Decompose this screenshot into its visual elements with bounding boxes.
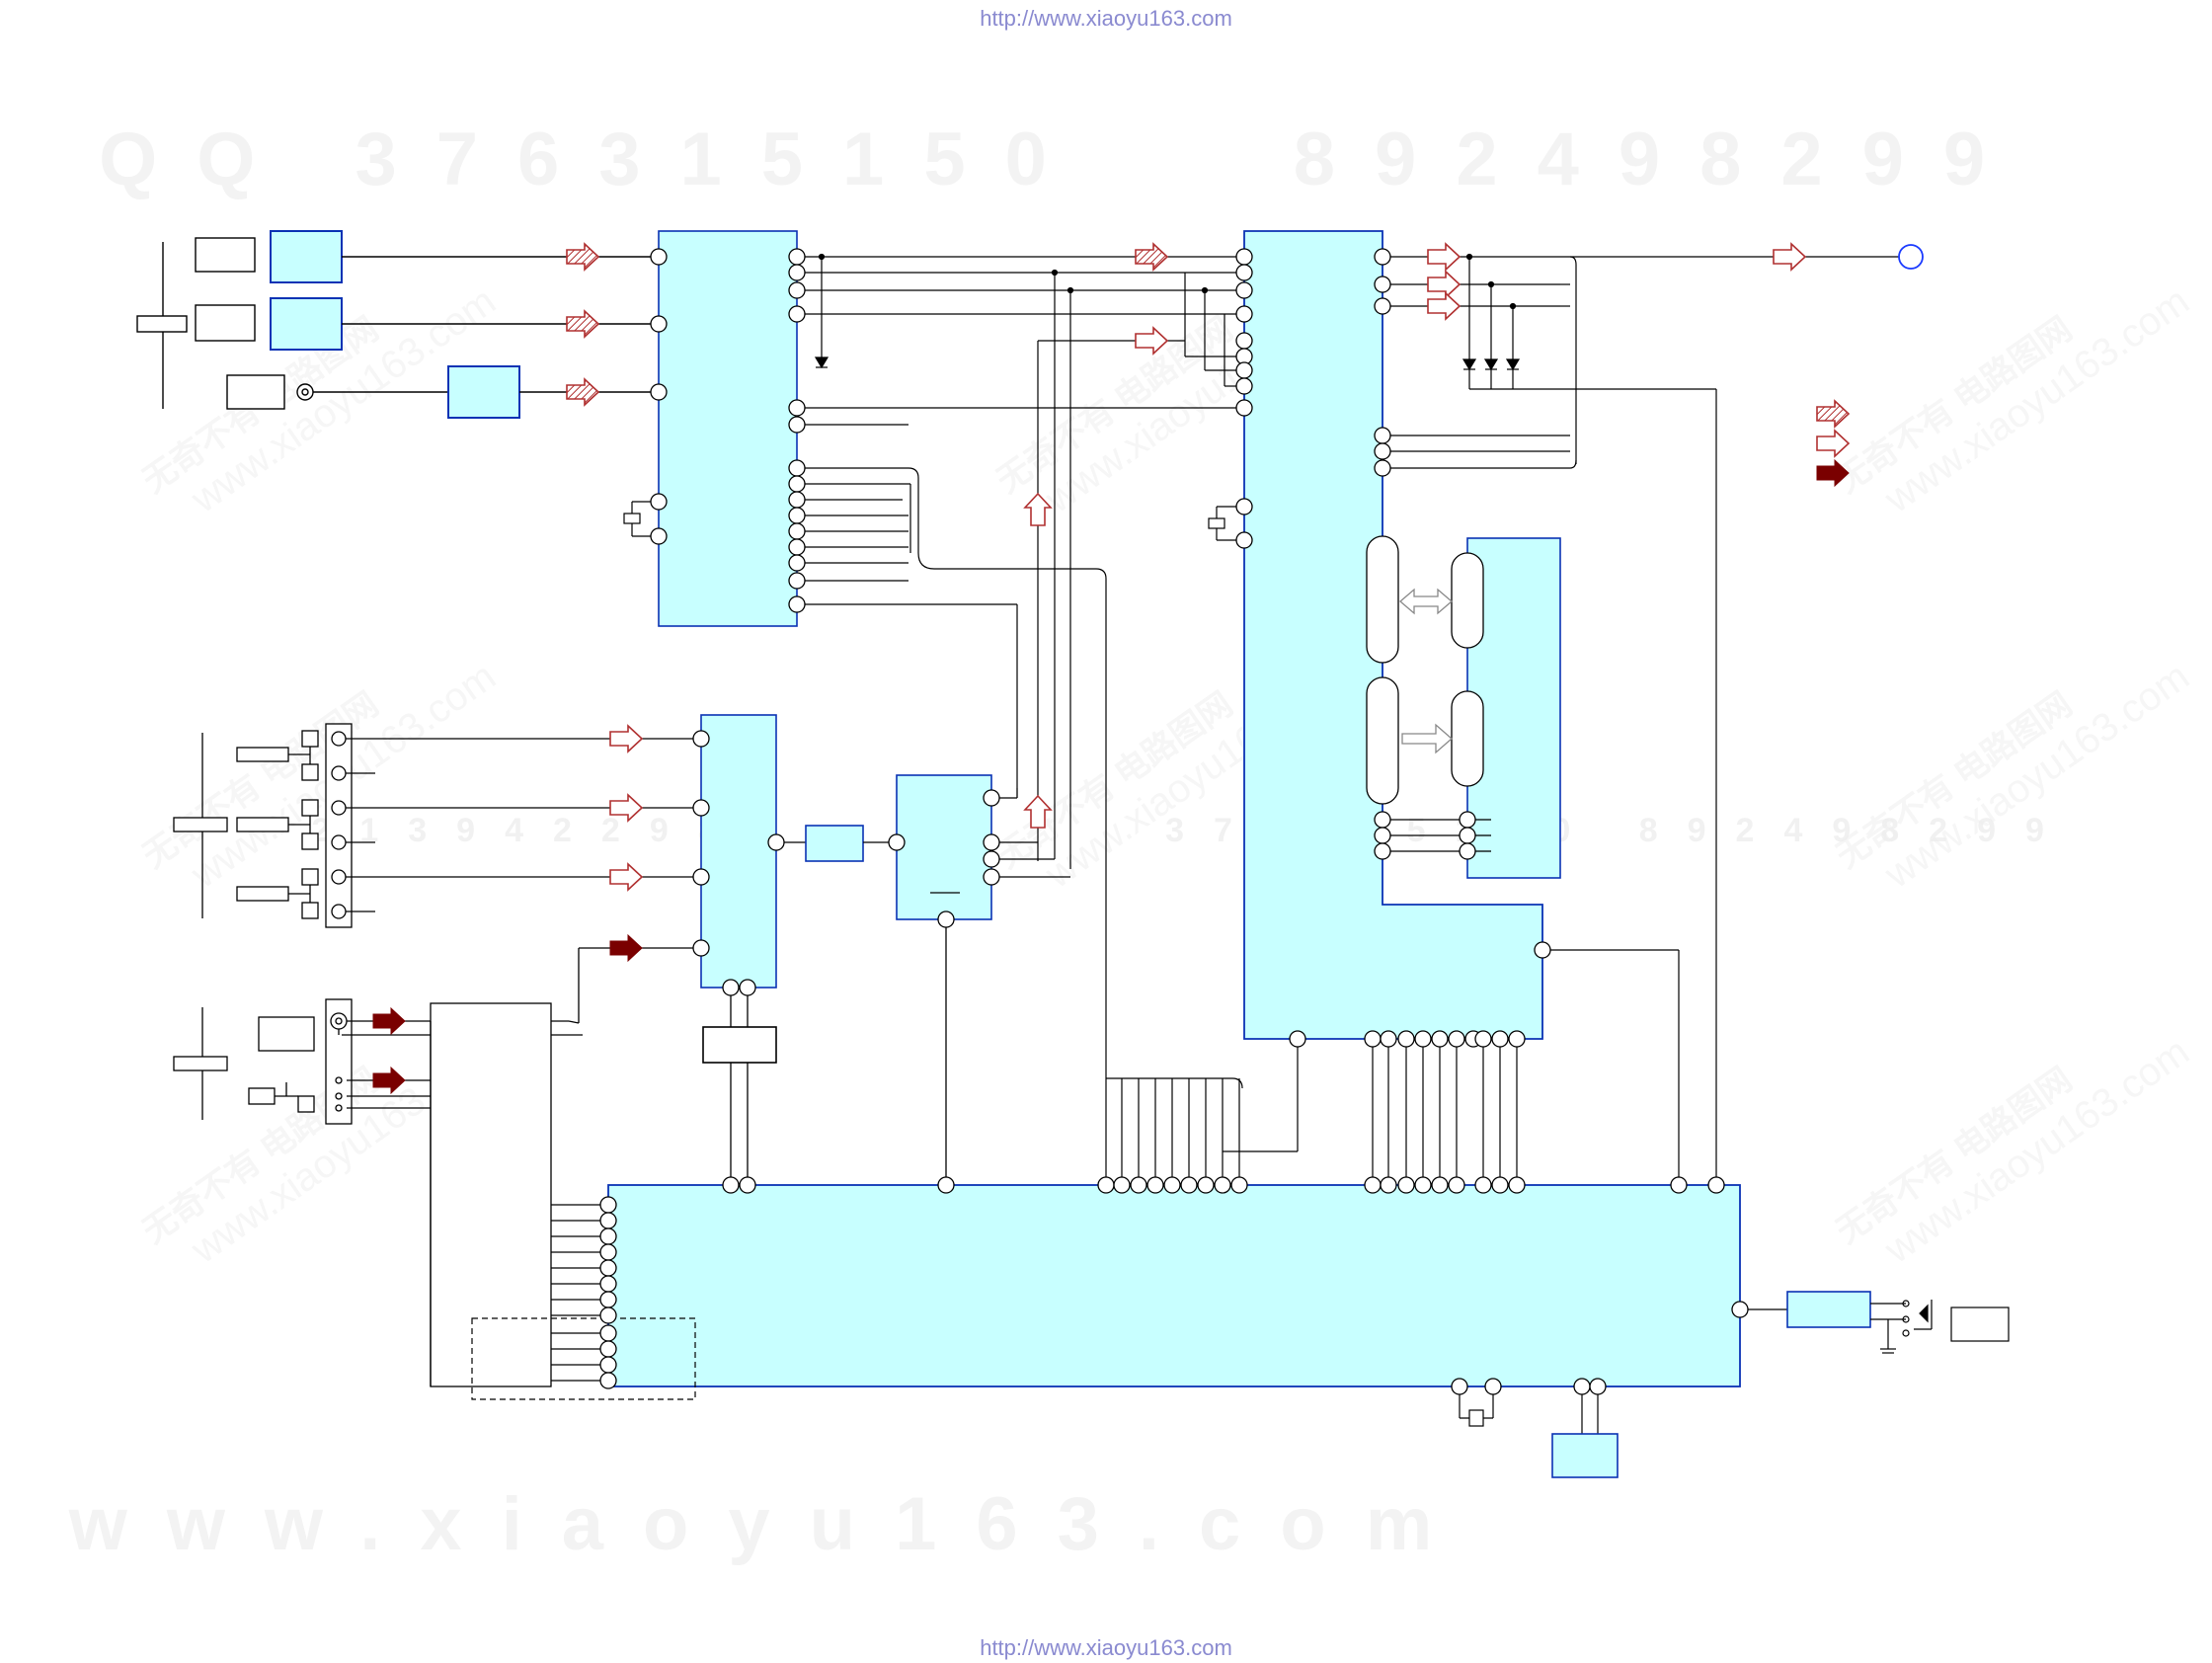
watermark-mid-left: 2139422985 <box>311 812 795 849</box>
outline-arrow-icon <box>609 863 643 891</box>
svg-text:www.xiaoyu163.com: www.xiaoyu163.com <box>1876 1030 2197 1273</box>
ic-video-processor <box>896 774 992 920</box>
eeprom-block <box>1551 1433 1619 1478</box>
outline-arrow-icon <box>1427 271 1461 298</box>
solid-arrow-icon <box>609 934 643 962</box>
ic-dsp <box>1243 230 1543 1040</box>
svg-text:www.xiaoyu163.com: www.xiaoyu163.com <box>1876 279 2197 522</box>
ic-video-switch <box>700 714 777 989</box>
controller-bus-lines <box>1106 949 2010 1478</box>
legend <box>1816 400 1850 487</box>
ic-audio-processor <box>658 230 798 627</box>
ic-system-controller <box>607 1184 1741 1387</box>
video-switch-driver <box>702 1026 777 1064</box>
optional-section-dashed <box>471 1317 696 1400</box>
tuner-input-section <box>136 230 652 419</box>
ic1-crystal <box>623 501 651 537</box>
hatched-arrow-icon <box>566 310 599 338</box>
video-processor-lines <box>930 788 1070 1185</box>
legend-outline-arrow-icon <box>1816 430 1850 457</box>
remote-receiver-block <box>1786 1291 1871 1328</box>
digital-input-section <box>173 998 608 1387</box>
header-url[interactable]: http://www.xiaoyu163.com <box>980 6 1232 31</box>
outline-arrow-icon <box>1427 243 1461 271</box>
tuner-block-2 <box>270 297 343 351</box>
outline-arrow-icon <box>1773 243 1806 271</box>
hatched-arrow-icon <box>1135 243 1168 271</box>
audio-output-jack[interactable] <box>1898 244 1924 270</box>
outline-arrow-icon <box>1427 292 1461 320</box>
watermark-qq-2: 892498299 <box>1293 118 2025 201</box>
svg-text:www.xiaoyu163.com: www.xiaoyu163.com <box>1876 655 2197 898</box>
watermark-qq: QQ 376315150 <box>99 118 1086 201</box>
video-input-section <box>173 723 701 928</box>
tuner-block-1 <box>270 230 343 283</box>
dsp-output-lines <box>1390 253 1911 1185</box>
solid-arrow-icon <box>372 1007 406 1035</box>
memory-bus <box>1366 535 1491 852</box>
legend-hatched-arrow-icon <box>1816 400 1850 428</box>
watermark-site: www.xiaoyu163.com <box>68 1482 1472 1566</box>
hatched-arrow-icon <box>566 378 599 406</box>
dsp-crystal <box>1208 506 1236 541</box>
hatched-arrow-icon <box>566 243 599 271</box>
outline-arrow-icon <box>609 794 643 822</box>
video-switch-lines <box>578 825 889 1185</box>
outline-arrow-icon <box>609 725 643 752</box>
footer-url[interactable]: http://www.xiaoyu163.com <box>980 1635 1232 1660</box>
tuner-amp-block <box>447 365 520 419</box>
